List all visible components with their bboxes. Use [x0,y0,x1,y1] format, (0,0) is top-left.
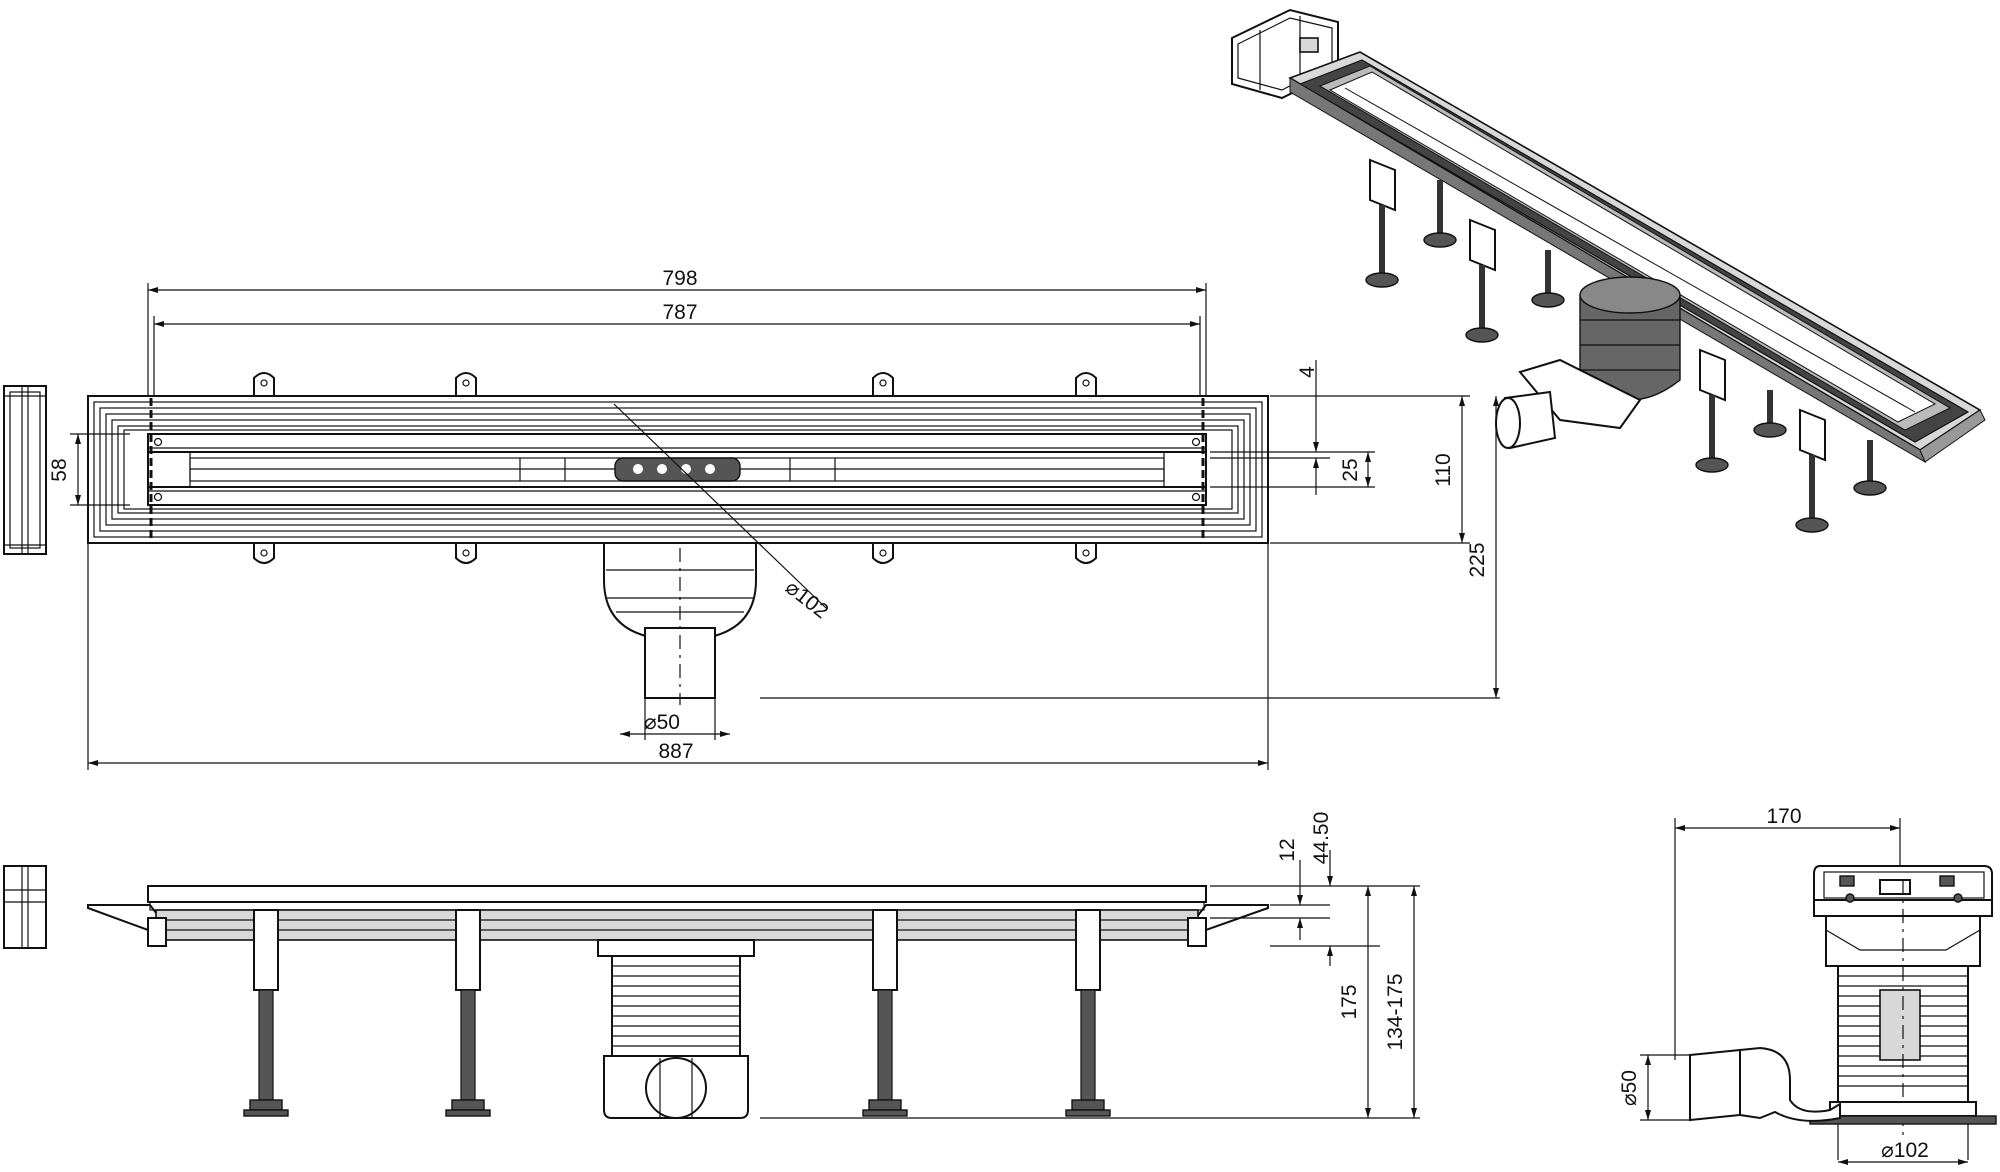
small-end-view-bottom [3,865,47,949]
dim-787: 787 [153,301,1201,396]
label-dia-50-top: ⌀50 [644,711,680,734]
label-12: 12 [1276,838,1299,861]
label-58: 58 [48,458,71,481]
dim-dia-50-top: ⌀50 [620,711,730,737]
label-dia-102-top: ⌀102 [781,576,833,623]
mounting-tabs-bottom [253,543,1097,564]
label-170: 170 [1766,805,1801,828]
label-887: 887 [658,740,693,763]
label-225: 225 [1466,542,1489,577]
small-end-view-top [3,385,47,555]
label-44-50: 44.50 [1310,812,1333,865]
isometric-view [1231,8,1986,533]
side-drain-body [597,939,755,1119]
label-134-175: 134-175 [1384,973,1407,1050]
label-4: 4 [1296,366,1319,378]
dim-58: 58 [48,433,130,506]
label-787: 787 [662,301,697,324]
label-175: 175 [1338,984,1361,1019]
label-end-dia-102: ⌀102 [1881,1139,1929,1162]
dim-887: 887 [87,543,1269,770]
label-25: 25 [1339,458,1362,481]
outlet-plan [603,542,757,740]
side-legs [243,909,1111,1117]
label-end-dia-50: ⌀50 [1618,1070,1641,1106]
dim-798: 798 [147,267,1207,396]
mounting-tabs-top [253,372,1097,395]
label-798: 798 [662,267,697,290]
label-110: 110 [1432,453,1455,486]
end-view: 170 ⌀ [1618,805,1997,1165]
top-plan-view: 798 787 [48,267,1500,770]
dim-side-stack: 12 44.50 175 134-175 [760,812,1420,1119]
dim-right-stack: 4 25 110 225 [760,360,1500,699]
side-elevation: 12 44.50 175 134-175 [87,812,1420,1119]
